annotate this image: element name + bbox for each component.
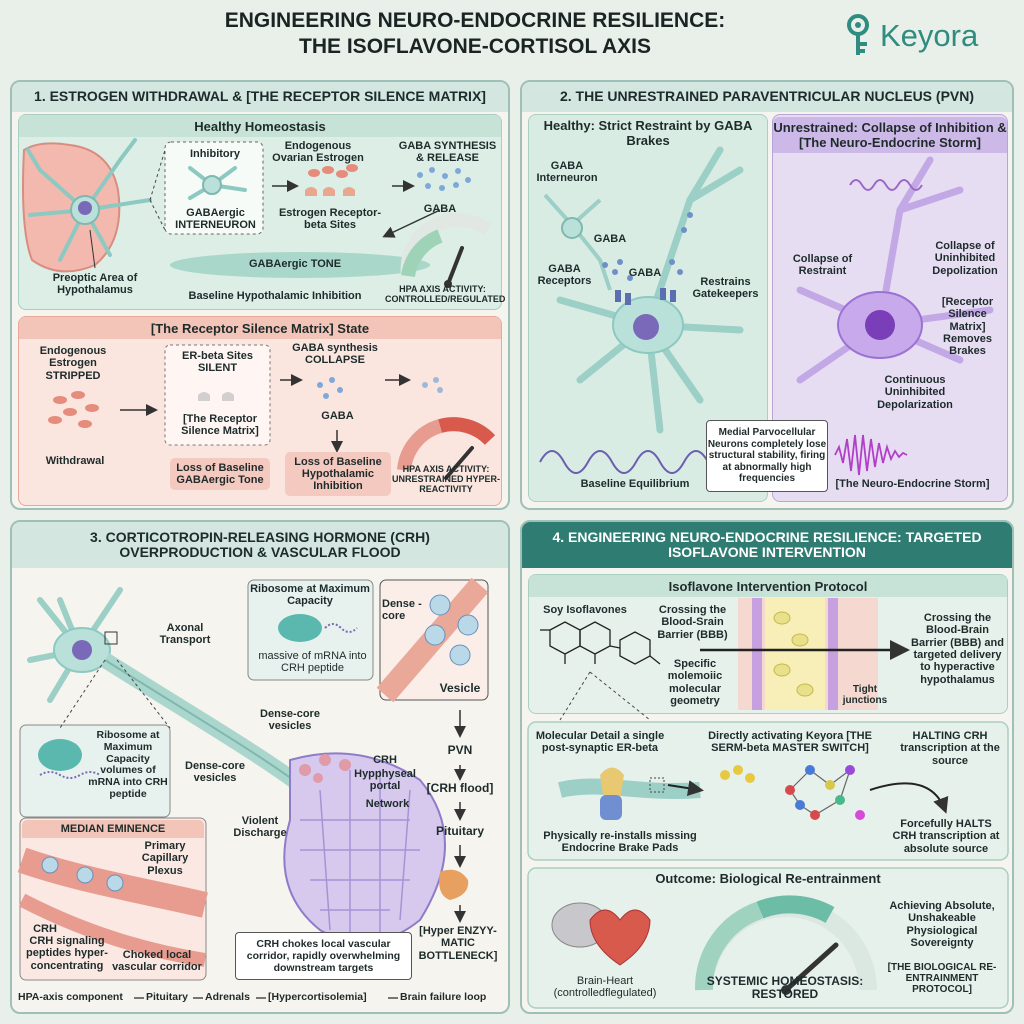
- p3-median-label: MEDIAN EMINENCE: [22, 820, 204, 839]
- p4-detail-label: Molecular Detail a single post-synaptic …: [535, 730, 665, 755]
- p3-portal-label: Hypphyseal portal: [354, 768, 416, 793]
- p4-crossing1-label: Crossing the Blood-Srain Barrier (BBB): [657, 604, 728, 641]
- p2-matrix-label: [Receptor Silence Matrix] Removes Brakes: [941, 296, 994, 358]
- p1-er-sites-label: Estrogen Receptor-beta Sites: [278, 207, 382, 232]
- footer-hpa: HPA-axis component: [18, 991, 123, 1003]
- p4-crossing2-label: Crossing the Blood-Brain Barrier (BBB) a…: [911, 612, 1004, 686]
- p2-restrains-label: Restrains Gatekeepers: [692, 276, 759, 301]
- p3-axonal-label: Axonal Transport: [159, 622, 211, 647]
- p3-crh-label: CRH: [373, 754, 397, 766]
- p4-specific-label: Specific molemoiic molecular geometry: [667, 658, 723, 707]
- p4-halts-label: Forcefully HALTS CRH transcription at ab…: [892, 818, 1000, 855]
- p1-gaba-synthesis-label: GABA SYNTHESIS & RELEASE: [398, 140, 497, 165]
- p1-matrix-gaba-label: GABA: [321, 410, 354, 422]
- p1-healthy-title: Healthy Homeostasis: [19, 115, 501, 137]
- p1-er-silent-label: ER-beta Sites SILENT: [182, 350, 253, 375]
- panel-1-title: 1. ESTROGEN WITHDRAWAL & [THE RECEPTOR S…: [12, 82, 508, 112]
- p1-gaba-label: GABA: [423, 203, 457, 215]
- p1-hpa-healthy-label: HPA AXIS ACTIVITY: CONTROLLED/REGULATED: [385, 284, 506, 305]
- p4-soy-label: Soy Isoflavones: [543, 604, 627, 616]
- panel-3-title: 3. CORTICOTROPIN-RELEASING HORMONE (CRH)…: [12, 522, 508, 568]
- p1-matrix-label: [The Receptor Silence Matrix]: [181, 413, 259, 438]
- p3-violent-label: Violent Discharge: [233, 815, 287, 840]
- p1-loss-inhibition-badge: Loss of Baseline Hypothalamic Inhibition: [285, 452, 391, 496]
- p3-vesicle-label: Vesicle: [439, 681, 481, 695]
- page-title-line2: THE ISOFLAVONE-CORTISOL AXIS: [299, 35, 651, 59]
- page-title: ENGINEERING NEURO-ENDOCRINE RESILIENCE: …: [110, 8, 840, 61]
- p1-tone-label: GABAergic TONE: [248, 258, 342, 270]
- p2-collapse-label: Collapse of Restraint: [792, 253, 853, 278]
- p1-withdrawal-label: Withdrawal: [45, 455, 105, 467]
- p1-matrix-title: [The Receptor Silence Matrix] State: [19, 317, 501, 339]
- p3-ribosome-top-sub: massive of mRNA into CRH peptide: [258, 650, 367, 675]
- p4-activating-label: Directly activating Keyora [THE SERM-bet…: [708, 730, 872, 755]
- p3-signaling-label: CRH signaling peptides hyper-concentrati…: [26, 935, 108, 972]
- p1-inhibitory-label: Inhibitory: [189, 148, 241, 160]
- p3-flow-pituitary: Pituitary: [435, 824, 484, 838]
- p1-collapse-label: GABA synthesis COLLAPSE: [292, 342, 378, 367]
- p3-dense-core-label: Dense -core: [382, 598, 422, 623]
- p1-loss-tone-badge: Loss of Baseline GABAergic Tone: [170, 458, 270, 490]
- p2-unrestrained-title: Unrestrained: Collapse of Inhibition & […: [773, 117, 1007, 153]
- p3-flow-crh-flood: [CRH flood]: [426, 781, 494, 795]
- p4-tight-label: Tight junctions: [842, 684, 888, 707]
- p1-baseline-label: Baseline Hypothalamic Inhibition: [188, 290, 362, 302]
- p4-reinstalls-label: Physically re-installs missing Endocrine…: [543, 830, 697, 855]
- footer-failure-loop: Brain failure loop: [400, 991, 487, 1003]
- brand-logo: Keyora: [840, 12, 1015, 62]
- p2-interneuron-label: GABA Interneuron: [536, 160, 598, 185]
- p1-poa-label: Preoptic Area of Hypothalamus: [52, 272, 138, 297]
- p4-systemic-label: SYSTEMIC HOMEOSTASIS: RESTORED: [706, 974, 864, 1002]
- p4-protocol-label: [THE BIOLOGICAL RE-ENTRAINMENT PROTOCOL]: [887, 962, 997, 996]
- p2-receptors-label: GABA Receptors: [537, 263, 592, 288]
- brand-name: Keyora: [880, 18, 979, 53]
- p1-estrogen-label: Endogenous Ovarian Estrogen: [272, 140, 364, 165]
- p3-ribosome-top-label: Ribosome at Maximum Capacity: [250, 583, 370, 608]
- p1-interneuron-label: GABAergic INTERNEURON: [175, 207, 256, 232]
- p4-achieving-label: Achieving Absolute, Unshakeable Physiolo…: [889, 900, 995, 949]
- p2-gaba2-label: GABA: [628, 267, 662, 279]
- p3-dcv1-label: Dense-core vesicles: [260, 708, 320, 733]
- p1-stripped-label: Endogenous Estrogen STRIPPED: [39, 345, 107, 382]
- p2-gaba1-label: GABA: [593, 233, 627, 245]
- p3-chokes-note: CRH chokes local vascular corridor, rapi…: [235, 932, 412, 980]
- footer-hypercortisolemia: [Hypercortisolemia]: [268, 991, 367, 1003]
- p2-continuous-label: Continuous Uninhibited Depolarization: [877, 374, 953, 411]
- panel-2-title: 2. THE UNRESTRAINED PARAVENTRICULAR NUCL…: [522, 82, 1012, 112]
- panel-4-title: 4. ENGINEERING NEURO-ENDOCRINE RESILIENC…: [522, 522, 1012, 568]
- p3-ribosome-left-label: Ribosome at Maximum Capacity volumes of …: [88, 729, 168, 800]
- p3-choked-label: Choked local vascular corridor: [112, 949, 202, 974]
- p3-dcv2-label: Dense-core vesicles: [185, 760, 245, 785]
- page-title-line1: ENGINEERING NEURO-ENDOCRINE RESILIENCE:: [224, 9, 726, 32]
- p3-network-label: Network: [365, 798, 410, 810]
- p3-primary-label: Primary Capillary Plexus: [141, 840, 189, 877]
- p4-protocol-title: Isoflavone Intervention Protocol: [529, 575, 1007, 597]
- p4-brain-heart-label: Brain-Heart (controlledflegulated): [553, 975, 657, 1000]
- p4-outcome-title: Outcome: Biological Re-entrainment: [655, 871, 881, 886]
- footer-pituitary: Pituitary: [146, 991, 189, 1003]
- p1-hpa-unrestrained-label: HPA AXIS ACTIVITY: UNRESTRAINED HYPER-RE…: [391, 464, 500, 495]
- p3-crh-short-label: CRH: [33, 923, 57, 935]
- footer-adrenals: Adrenals: [205, 991, 250, 1003]
- p3-flow-pvn: PVN: [447, 743, 473, 757]
- p4-protocol-box: Isoflavone Intervention Protocol: [528, 574, 1008, 714]
- p2-healthy-title: Healthy: Strict Restraint by GABA Brakes: [543, 118, 753, 148]
- p3-bottleneck-label: [Hyper ENZYY-MATIC BOTTLENECK]: [418, 925, 498, 962]
- key-icon: [847, 14, 869, 55]
- p4-halting-label: HALTING CRH transcription at the source: [900, 730, 1000, 767]
- p2-parvocellular-note: Medial Parvocellular Neurons completely …: [706, 420, 828, 492]
- p2-uninhib-label: Collapse of Uninhibited Depolization: [932, 240, 998, 277]
- p2-baseline-label: Baseline Equilibrium: [580, 478, 690, 490]
- p2-storm-label: [The Neuro-Endocrine Storm]: [835, 478, 990, 490]
